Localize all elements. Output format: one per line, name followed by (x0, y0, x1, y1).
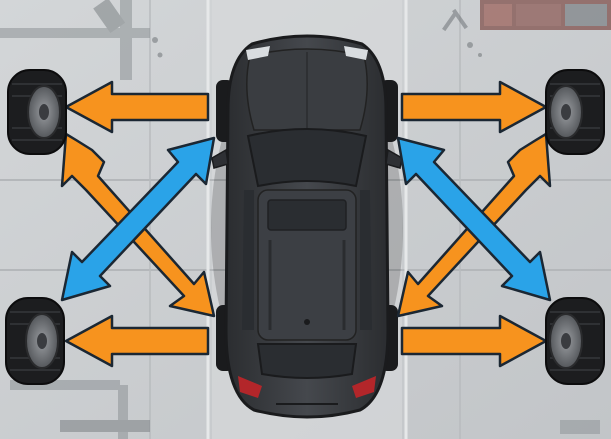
floor-drain-icon (560, 420, 600, 434)
blue-arrow-icon (60, 136, 216, 302)
tire-front-left (7, 69, 67, 155)
orange-arrow-icon (400, 80, 548, 134)
lift-arm-icon (0, 0, 150, 439)
orange-arrow-icon (64, 314, 210, 368)
tire-rear-left (5, 297, 65, 385)
blue-arrow-icon (396, 136, 552, 302)
tool-cabinet-icon (480, 0, 611, 30)
orange-arrow-icon (400, 314, 548, 368)
tire-front-right (545, 69, 605, 155)
orange-arrow-icon (64, 80, 210, 134)
wrench-icon (152, 8, 482, 58)
tire-rear-right (545, 297, 605, 385)
rotation-arrows (60, 80, 552, 368)
car-top-view (211, 34, 403, 419)
